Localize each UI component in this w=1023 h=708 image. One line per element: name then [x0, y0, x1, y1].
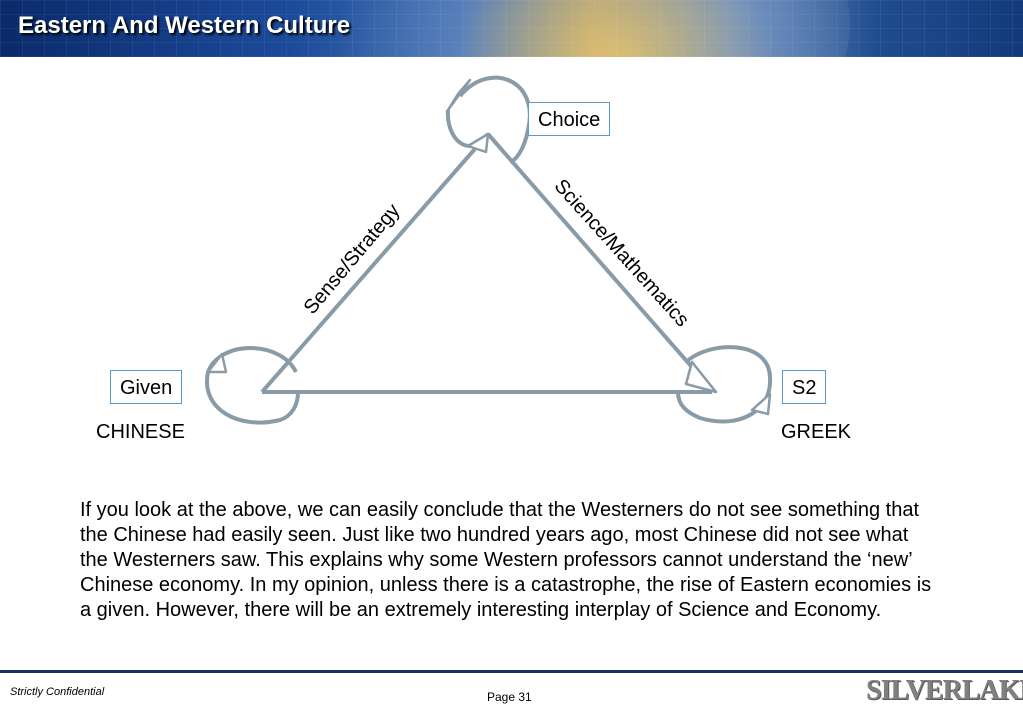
body-paragraph: If you look at the above, we can easily …	[80, 499, 932, 621]
node-given-box: Given	[110, 370, 183, 404]
node-choice-box: Choice	[528, 102, 611, 136]
loop-top	[458, 75, 532, 164]
node-s2-box: S2	[782, 370, 827, 404]
header-globe-background	[330, 0, 850, 57]
culture-triangle-diagram	[204, 75, 773, 425]
slide-header: Eastern And Western Culture	[0, 0, 1023, 57]
header-texture	[0, 0, 1023, 57]
arrowhead-top	[466, 132, 490, 154]
node-chinese-label: CHINESE	[96, 421, 185, 443]
footer-divider	[0, 670, 1023, 673]
arrowhead-top-loop	[446, 78, 472, 112]
node-greek-label: GREEK	[781, 421, 852, 443]
arrowhead-right-main	[684, 360, 718, 394]
triangle-edge-right	[486, 132, 714, 392]
arrowhead-right-loop	[750, 392, 772, 416]
arrowhead-left-loop	[206, 352, 228, 374]
footer-confidential: Strictly Confidential	[10, 686, 105, 698]
silverlake-logo: SILVERLAKE	[866, 675, 1023, 706]
loop-left	[204, 346, 300, 425]
slide-title: Eastern And Western Culture	[18, 12, 351, 39]
footer-page-number: Page 31	[487, 690, 532, 704]
triangle-edge-left	[260, 132, 490, 394]
